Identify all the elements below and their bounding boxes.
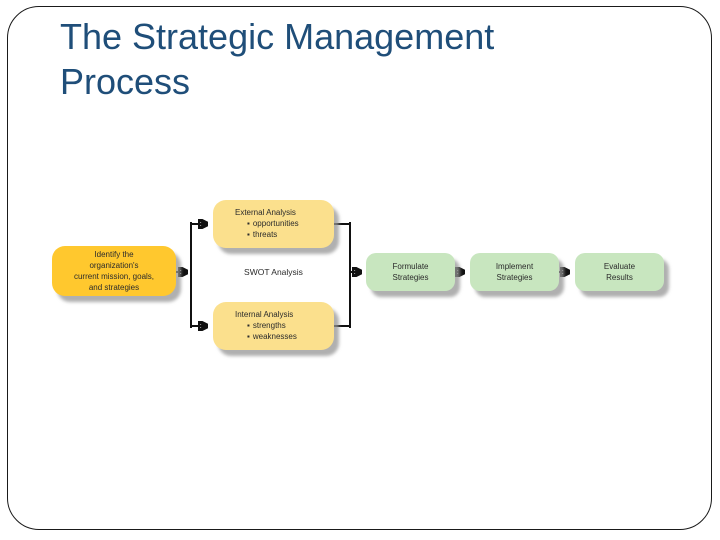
formulate-strategies-box: Formulate Strategies [366,253,455,291]
implement-strategies-line: Implement [495,262,534,271]
bullet-icon: ▪ [247,321,250,330]
evaluate-results-box: Evaluate Results [575,253,664,291]
external-analysis-box: External Analysis ▪opportunities ▪threat… [213,200,334,248]
formulate-strategies-line: Strategies [392,273,429,282]
identify-mission-line: and strategies [88,283,140,292]
external-analysis-bullet: ▪opportunities [247,218,328,229]
internal-analysis-box: Internal Analysis ▪strengths ▪weaknesses [213,302,334,350]
bullet-text: opportunities [252,219,299,228]
bullet-text: strengths [252,321,286,330]
evaluate-results-line: Results [606,273,633,282]
external-analysis-title: External Analysis [235,208,296,217]
identify-mission-line: current mission, goals, [73,272,155,281]
internal-analysis-title: Internal Analysis [235,310,294,319]
identify-mission-line: Identify the [94,250,134,259]
identify-mission-line: organization's [89,261,139,270]
implement-strategies-box: Implement Strategies [470,253,559,291]
external-analysis-bullet: ▪threats [247,229,328,240]
implement-strategies-line: Strategies [496,273,533,282]
bullet-icon: ▪ [247,332,250,341]
evaluate-results-line: Evaluate [603,262,636,271]
identify-mission-box: Identify the organization's current miss… [52,246,176,296]
bullet-icon: ▪ [247,230,250,239]
swot-analysis-label: SWOT Analysis [244,267,303,277]
bullet-text: weaknesses [252,332,297,341]
bullet-text: threats [252,230,278,239]
internal-analysis-bullet: ▪weaknesses [247,331,328,342]
formulate-strategies-line: Formulate [392,262,429,271]
page-title: The Strategic Management Process [60,16,495,102]
internal-analysis-bullet: ▪strengths [247,320,328,331]
bullet-icon: ▪ [247,219,250,228]
